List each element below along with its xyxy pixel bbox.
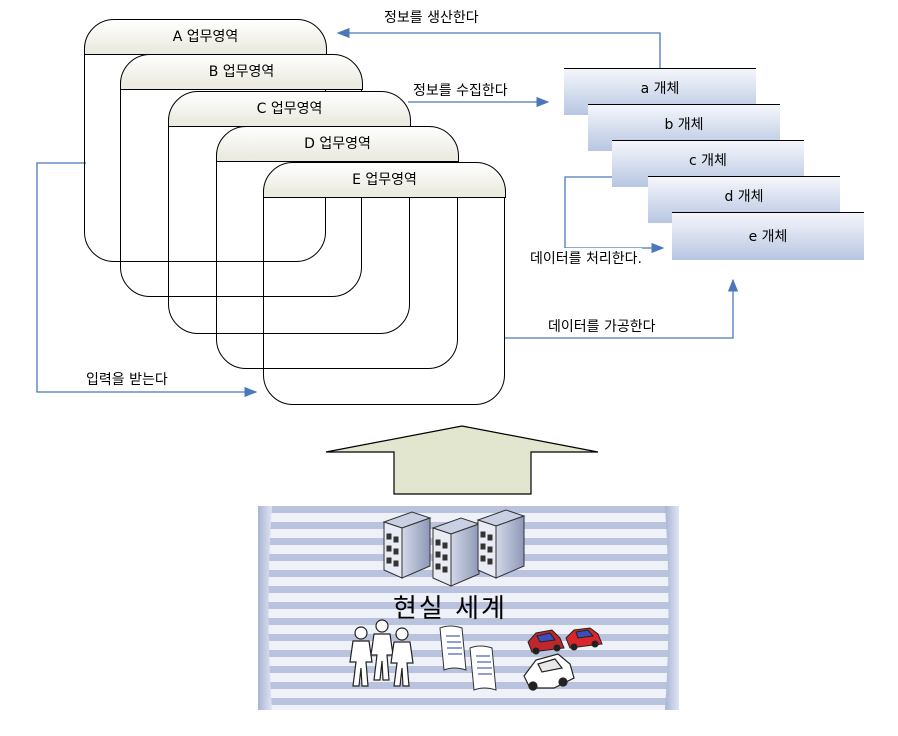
area-c-header: C 업무영역 (168, 91, 411, 127)
entity-b-label: b 개체 (664, 117, 704, 133)
label-process: 데이터를 처리한다. (530, 248, 642, 268)
label-refine: 데이터를 가공한다 (548, 319, 656, 335)
building-icon (431, 517, 481, 587)
label-produce: 정보를 생산한다 (384, 10, 479, 26)
area-d-label: D 업무영역 (304, 136, 371, 152)
entity-e-label: e 개체 (748, 229, 788, 245)
area-e-label: E 업무영역 (352, 172, 417, 188)
area-b-header: B 업무영역 (120, 54, 363, 90)
entity-d-label: d 개체 (724, 189, 764, 205)
area-d-header: D 업무영역 (216, 126, 459, 162)
people-icon (349, 619, 414, 687)
entity-e: e 개체 (672, 212, 864, 260)
entity-c-label: c 개체 (689, 153, 727, 169)
refine-arrow (505, 278, 739, 339)
real-world-title: 현실 세계 (393, 594, 507, 624)
area-b-label: B 업무영역 (208, 64, 275, 80)
area-a-label: A 업무영역 (172, 29, 239, 45)
area-c-label: C 업무영역 (256, 101, 323, 117)
building-icon (476, 509, 526, 579)
car-icon (527, 629, 565, 655)
building-icon (382, 511, 432, 579)
car-icon (523, 653, 575, 691)
input-arrow (36, 162, 258, 398)
produce-arrow (336, 27, 661, 68)
entity-a-label: a 개체 (640, 81, 680, 97)
big-up-arrow (325, 425, 599, 495)
area-e-header: E 업무영역 (263, 162, 506, 198)
label-input: 입력을 받는다 (86, 372, 168, 388)
car-icon (565, 627, 603, 651)
document-icon (439, 625, 497, 691)
label-collect: 정보를 수집한다 (413, 83, 508, 99)
